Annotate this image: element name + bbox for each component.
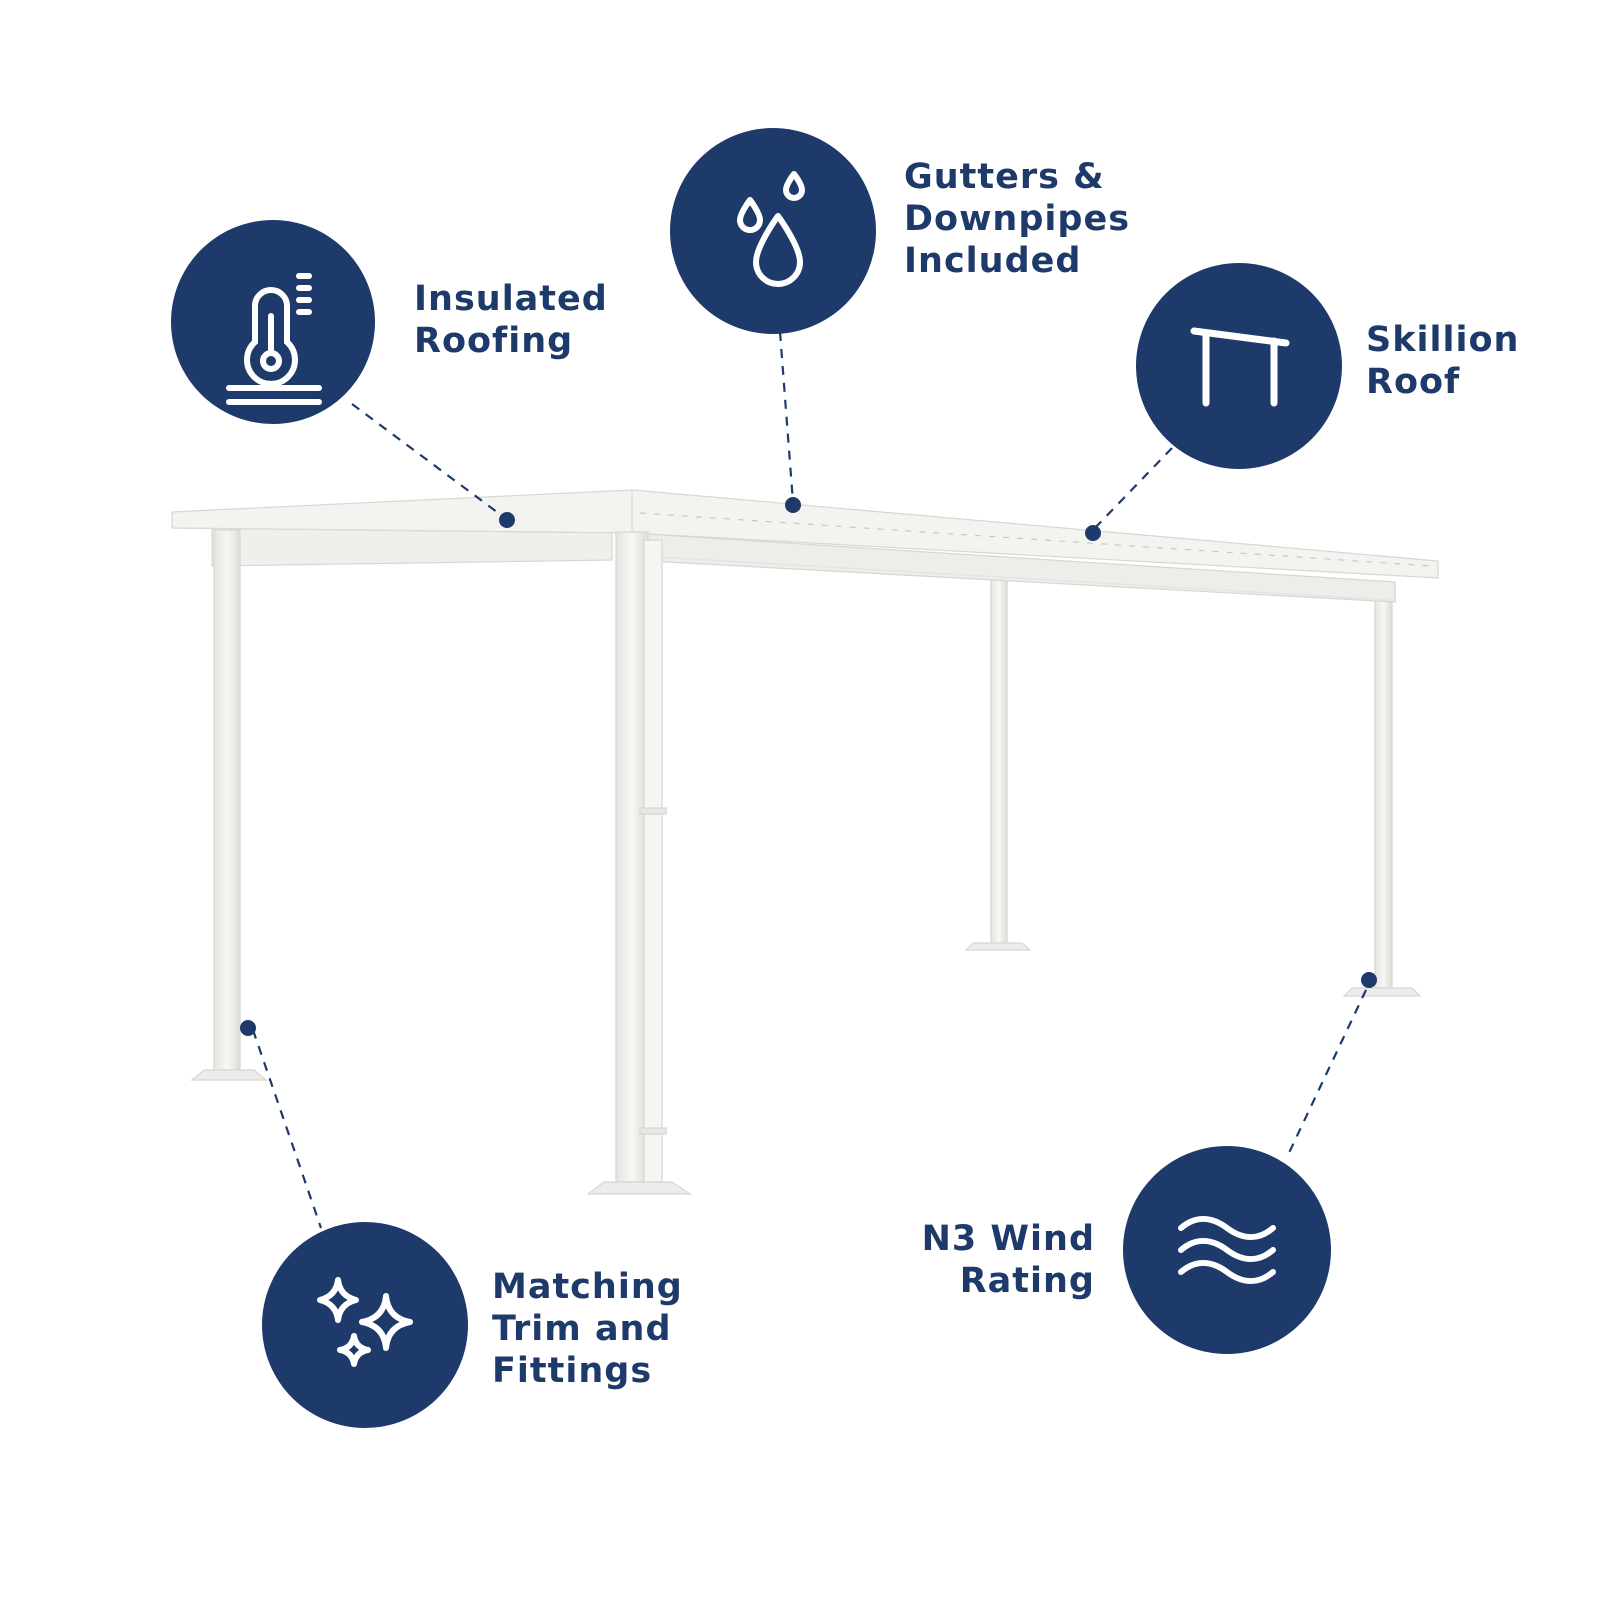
insulated-leader xyxy=(351,403,506,519)
wind-label-line-2: Rating xyxy=(959,1261,1095,1301)
front-corner-post xyxy=(615,531,649,1183)
sparkles-icon xyxy=(317,1277,413,1367)
gutters-label-line-2: Downpipes xyxy=(904,199,1131,239)
skillion-leader xyxy=(1092,447,1173,531)
trim-label-line-2: Trim and xyxy=(492,1309,672,1349)
back-right-post xyxy=(990,579,1008,944)
skillion-label-line-1: Skillion xyxy=(1366,320,1520,360)
wind-badge xyxy=(1123,1146,1331,1354)
trim-label: Matching Trim and Fittings xyxy=(492,1266,683,1392)
insulated-badge xyxy=(171,220,375,424)
right-baseplate xyxy=(1342,987,1422,997)
front-corner-baseplate xyxy=(586,1181,692,1195)
gutters-leader xyxy=(778,331,795,503)
skillion-badge xyxy=(1136,263,1342,469)
skillion-label: Skillion Roof xyxy=(1366,319,1519,403)
insulated-label-line-2: Roofing xyxy=(414,321,574,361)
skillion-roof-icon xyxy=(1190,327,1290,407)
trim-label-line-1: Matching xyxy=(492,1267,683,1307)
trim-label-line-3: Fittings xyxy=(492,1351,653,1391)
gutters-label-line-1: Gutters & xyxy=(904,157,1105,197)
trim-leader xyxy=(251,1029,323,1229)
skillion-anchor-dot xyxy=(1085,525,1101,541)
gutters-label-line-3: Included xyxy=(904,241,1082,281)
back-right-baseplate xyxy=(964,942,1032,951)
gutters-badge xyxy=(670,128,876,334)
wind-leader xyxy=(1287,989,1367,1156)
downpipe xyxy=(643,539,663,1183)
right-post xyxy=(1374,597,1393,989)
wind-label-line-1: N3 Wind xyxy=(921,1219,1095,1259)
insulated-anchor-dot xyxy=(499,512,515,528)
skillion-label-line-2: Roof xyxy=(1366,362,1461,402)
wind-waves-icon xyxy=(1178,1216,1276,1284)
front-left-baseplate xyxy=(190,1069,268,1081)
insulated-label: Insulated Roofing xyxy=(414,278,608,362)
insulated-label-line-1: Insulated xyxy=(414,279,608,319)
front-left-post xyxy=(213,529,241,1071)
trim-badge xyxy=(262,1222,468,1428)
thermometer-icon xyxy=(226,273,322,405)
wind-anchor-dot xyxy=(1361,972,1377,988)
gutters-anchor-dot xyxy=(785,497,801,513)
wind-label: N3 Wind Rating xyxy=(922,1218,1095,1302)
water-drops-icon xyxy=(737,171,805,287)
gutters-label: Gutters & Downpipes Included xyxy=(904,156,1130,282)
trim-anchor-dot xyxy=(240,1020,256,1036)
